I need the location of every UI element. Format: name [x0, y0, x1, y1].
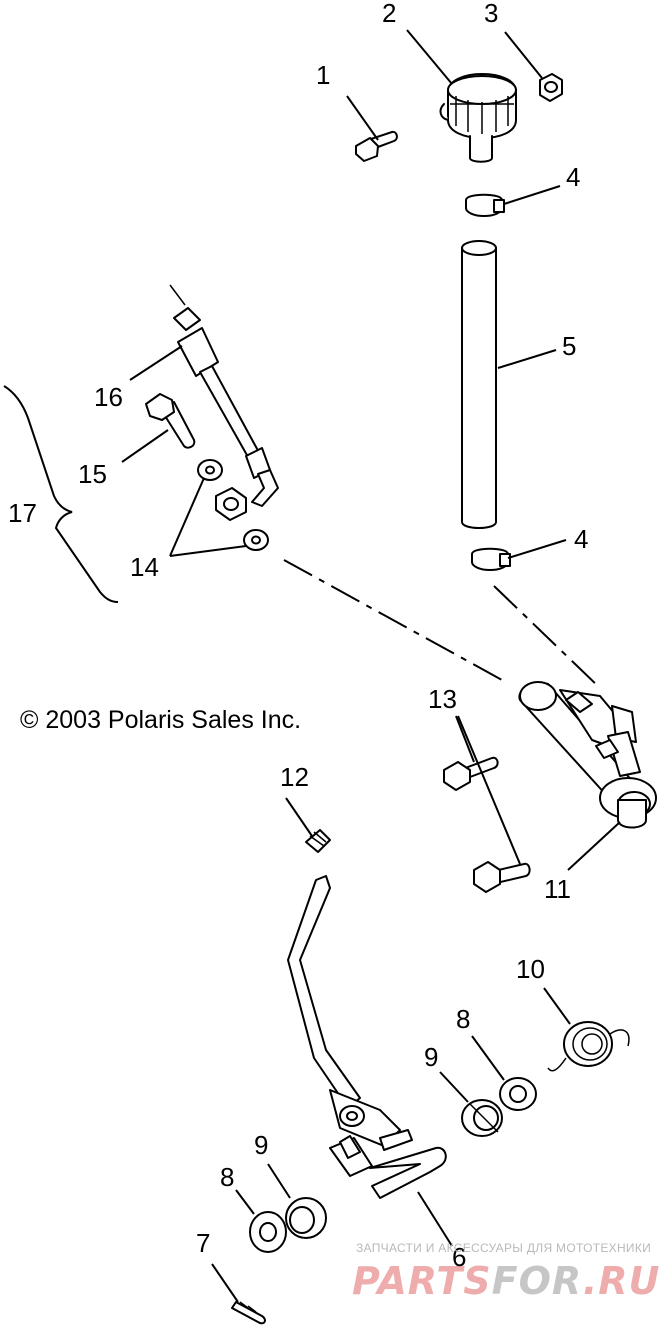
watermark-brand-parts: PARTS: [352, 1259, 492, 1303]
callout-6: 6: [452, 1242, 466, 1272]
callout-13: 13: [428, 684, 457, 714]
watermark-brand-ru: .RU: [583, 1259, 661, 1303]
part-bolt-1: [355, 130, 398, 162]
part-spring: [547, 1021, 630, 1072]
callout-17: 17: [8, 498, 37, 528]
part-master-cylinder: [518, 681, 657, 829]
watermark-brand-for: FOR: [492, 1259, 583, 1303]
callout-9-upper: 9: [424, 1042, 438, 1072]
callout-15: 15: [78, 459, 107, 489]
watermark: ЗАПЧАСТИ И АКСЕССУАРЫ ДЛЯ МОТОТЕХНИКИ PA…: [352, 1241, 660, 1303]
part-bushing-9b: [285, 1197, 327, 1239]
part-washer-14a: [197, 459, 223, 481]
watermark-tagline: ЗАПЧАСТИ И АКСЕССУАРЫ ДЛЯ МОТОТЕХНИКИ: [356, 1241, 651, 1255]
part-banjo-fitting: [215, 487, 247, 521]
callout-16: 16: [94, 382, 123, 412]
leader-lines: [121, 29, 621, 1303]
callout-8-upper: 8: [456, 1004, 470, 1034]
callout-2: 2: [382, 0, 396, 28]
part-cotter-pin: [231, 1301, 266, 1325]
part-hose: [461, 240, 497, 529]
copyright-notice: © 2003 Polaris Sales Inc.: [20, 706, 301, 734]
part-washer-8a: [499, 1077, 537, 1111]
callout-5: 5: [562, 331, 576, 361]
part-bushing-9a: [461, 1099, 503, 1137]
assembly-guide-lines: [283, 559, 601, 689]
callout-4-lower: 4: [574, 524, 588, 554]
callout-1: 1: [316, 60, 330, 90]
callout-4-upper: 4: [566, 162, 580, 192]
callout-7: 7: [196, 1228, 210, 1258]
part-clamp-upper: [465, 193, 505, 217]
callout-labels: 1 2 3 4 5 4 16 15 17 14 13 12 11 10 8 9 …: [8, 0, 588, 1272]
part-washer-8b: [249, 1211, 287, 1253]
watermark-brand: PARTSFOR.RU: [352, 1259, 660, 1303]
part-bolt-13b: [473, 861, 531, 893]
callout-8-lower: 8: [220, 1162, 234, 1192]
part-washer-14b: [243, 529, 269, 551]
callout-12: 12: [280, 762, 309, 792]
part-clamp-lower: [471, 547, 511, 571]
part-nut-3: [539, 73, 563, 102]
callout-11: 11: [544, 874, 571, 904]
callout-9-lower: 9: [254, 1130, 268, 1160]
part-bolt-13a: [443, 756, 499, 791]
part-reservoir: [439, 73, 517, 163]
part-brake-pedal: [287, 875, 447, 1199]
callout-14: 14: [130, 552, 159, 582]
part-banjo-bolt: [145, 393, 196, 449]
part-brake-line: [169, 284, 279, 507]
callout-3: 3: [484, 0, 498, 28]
group-bracket-17: [3, 385, 119, 603]
callout-10: 10: [516, 954, 545, 984]
part-clip-12: [305, 829, 331, 853]
